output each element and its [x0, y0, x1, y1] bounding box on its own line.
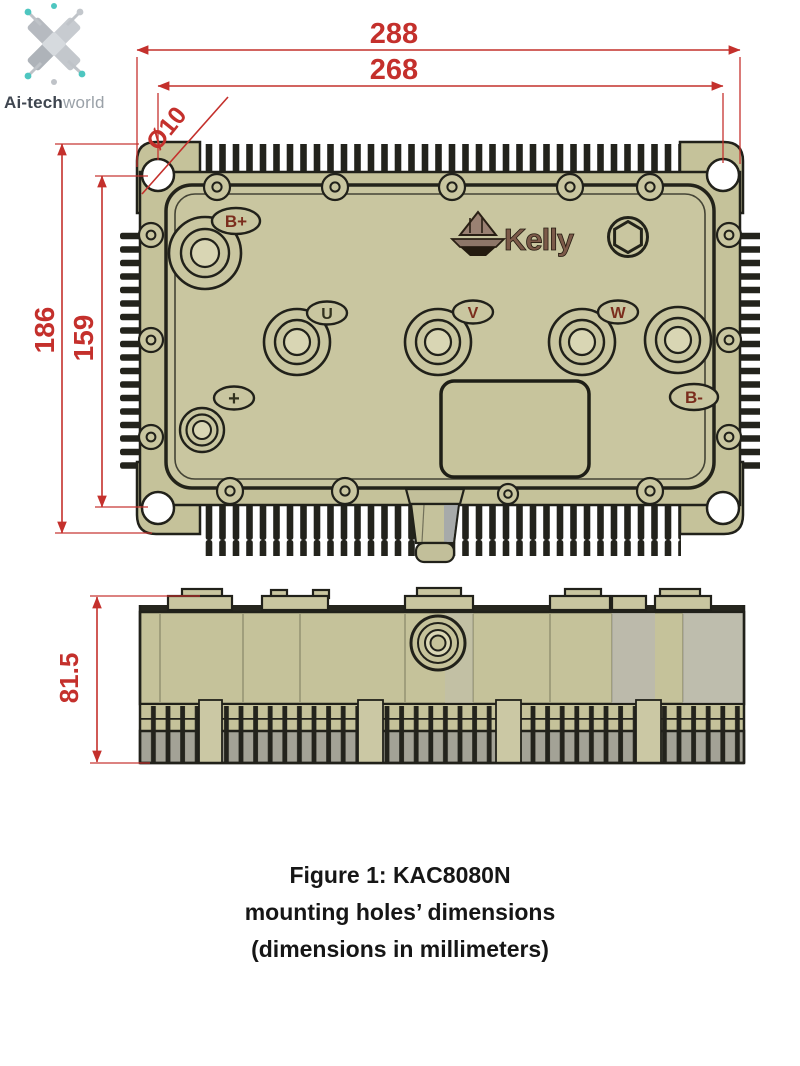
- brand-logo: Ai-techworld: [2, 2, 122, 113]
- terminal-w: [547, 307, 617, 377]
- side-center-boss: [409, 614, 467, 672]
- terminal-b-plus: [167, 215, 243, 291]
- caption-line-1: Figure 1: KAC8080N: [289, 862, 511, 888]
- brand-logo-text: Ai-techworld: [4, 93, 122, 113]
- label-oval-b-minus: [668, 382, 720, 412]
- cover-screws: [137, 172, 743, 506]
- kelly-logo-text: Kelly: [504, 222, 575, 257]
- terminal-label-b-minus: B-: [685, 388, 703, 407]
- hex-plug: [607, 216, 649, 258]
- kelly-logo-hull-rim: [449, 238, 507, 248]
- dim-label-186: 186: [29, 307, 60, 354]
- brand-name-bold: Ai-tech: [4, 93, 64, 112]
- terminal-v: [403, 307, 473, 377]
- terminal-label-v: V: [468, 305, 479, 322]
- terminal-label-plus: +: [228, 388, 240, 410]
- dim-leader-hole: [141, 96, 229, 195]
- terminal-u: [262, 307, 332, 377]
- dimension-labels: 288 268 Ø10 186 159 81.5: [29, 18, 418, 703]
- top-view: B+ U V W B- + Kelly: [120, 140, 760, 564]
- brand-name-light: world: [63, 93, 105, 112]
- side-view: [138, 586, 746, 765]
- figure-caption: Figure 1: KAC8080N mounting holes’ dimen…: [0, 857, 800, 968]
- terminal-label-b-plus: B+: [225, 212, 247, 231]
- label-oval-u: [305, 300, 349, 326]
- label-oval-b-plus: [210, 206, 262, 236]
- terminal-b-minus: [643, 305, 713, 375]
- dimension-annotations: [55, 45, 741, 764]
- dim-label-288: 288: [370, 18, 418, 50]
- brand-logo-icon: [24, 3, 86, 85]
- mounting-hole: [705, 157, 741, 193]
- terminal-plus: [178, 406, 226, 454]
- terminal-label-u: U: [321, 306, 333, 323]
- kelly-logo-sail: [457, 210, 499, 236]
- caption-line-3: (dimensions in millimeters): [251, 936, 549, 962]
- label-oval-v: [451, 299, 495, 325]
- kelly-logo: Kelly: [449, 210, 576, 257]
- nameplate: [439, 379, 591, 479]
- caption-line-2: mounting holes’ dimensions: [244, 899, 556, 925]
- dim-label-81-5: 81.5: [54, 653, 84, 704]
- mounting-hole: [140, 490, 176, 526]
- side-shaded-panel: [612, 613, 655, 703]
- right-fins: [738, 227, 760, 472]
- left-fins: [120, 227, 142, 472]
- dim-label-268: 268: [370, 54, 418, 86]
- top-fins: [203, 144, 681, 175]
- terminal-label-w: W: [610, 305, 626, 322]
- side-shaded-panel: [683, 613, 743, 703]
- cable-gland: [404, 487, 466, 564]
- mounting-hole: [705, 490, 741, 526]
- kelly-logo-hull: [460, 247, 496, 256]
- side-top-pads: [166, 586, 713, 612]
- label-oval-w: [596, 299, 640, 325]
- label-oval-plus: [212, 385, 256, 411]
- dim-label-159: 159: [68, 315, 99, 362]
